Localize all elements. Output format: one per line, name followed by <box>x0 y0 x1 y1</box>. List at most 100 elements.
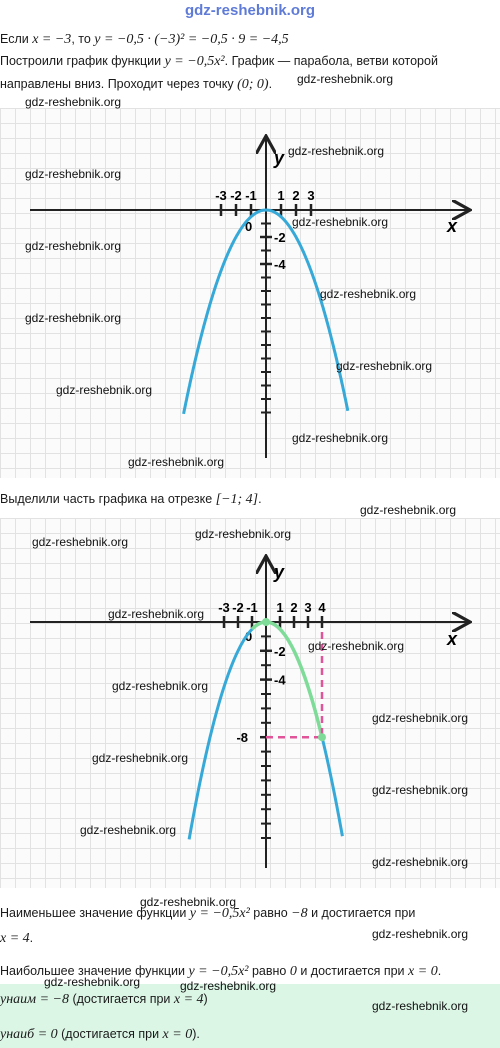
graph-2-x-label: x <box>446 629 458 649</box>
line1-math-x: x = −3 <box>32 32 72 47</box>
watermark-text: gdz-reshebnik.org <box>25 167 122 181</box>
watermark-text: gdz-reshebnik.org <box>80 823 177 837</box>
x-tick-label: -1 <box>245 188 257 203</box>
min-line2-math: x = 4 <box>0 931 30 946</box>
watermark-text: gdz-reshebnik.org <box>44 975 141 989</box>
x-tick-label: 1 <box>277 188 284 203</box>
y-tick-label: -4 <box>274 257 286 272</box>
watermark-text: gdz-reshebnik.org <box>56 383 153 397</box>
watermark-text: gdz-reshebnik.org <box>92 751 189 765</box>
watermark-text: gdz-reshebnik.org <box>292 431 389 445</box>
segment-part-b: . <box>258 492 262 506</box>
x-tick-label: -2 <box>232 600 244 615</box>
watermark-text: gdz-reshebnik.org <box>308 639 405 653</box>
watermark-text: gdz-reshebnik.org <box>32 535 129 549</box>
line2-part-b: . График — парабола, ветви которой <box>224 54 438 68</box>
answer-line-2: yнаиб = 0 (достигается при x = 0). <box>0 1026 200 1043</box>
min-line2-end: . <box>29 931 34 945</box>
answer-1-math-x: x = 4 <box>173 992 204 1007</box>
y-tick-label: -8 <box>236 730 248 745</box>
watermark-text: gdz-reshebnik.org <box>372 999 469 1013</box>
answer-1-text: (достигается при <box>69 992 174 1006</box>
watermark-text: gdz-reshebnik.org <box>360 503 457 517</box>
min-part-a: Наименьшее значение функции <box>0 906 190 920</box>
answer-2-math: yнаиб = 0 <box>0 1027 58 1042</box>
text-line-2: Построили график функции y = −0,5x². Гра… <box>0 53 438 70</box>
top-watermark: gdz-reshebnik.org <box>184 2 315 19</box>
watermark-text: gdz-reshebnik.org <box>25 239 122 253</box>
watermark-text: gdz-reshebnik.org <box>372 927 469 941</box>
text-min-1: Наименьшее значение функции y = −0,5x² р… <box>0 905 415 922</box>
watermark-text: gdz-reshebnik.org <box>288 144 385 158</box>
answer-2-math-x: x = 0 <box>162 1027 193 1042</box>
max-part-d: . <box>437 964 442 978</box>
line2-math: y = −0,5x² <box>164 54 225 69</box>
answer-1-math: yнаим = −8 <box>0 992 69 1007</box>
max-part-b: равно <box>248 964 290 978</box>
x-tick-label: -3 <box>218 600 230 615</box>
y-tick-label: -2 <box>274 644 286 659</box>
segment-part-a: Выделили часть графика на отрезке <box>0 492 216 506</box>
graph-1-origin-label: 0 <box>245 219 252 234</box>
answer-line-1: yнаим = −8 (достигается при x = 4) <box>0 991 208 1008</box>
watermark-text: gdz-reshebnik.org <box>372 711 469 725</box>
answer-highlight-box <box>0 984 500 1048</box>
graph-1-x-label: x <box>446 216 458 236</box>
x-tick-label: 3 <box>304 600 311 615</box>
watermark-text: gdz-reshebnik.org <box>195 527 292 541</box>
graph-2-point-min <box>318 733 326 742</box>
line1-math-y: y = −0,5 · (−3)² = −0,5 · 9 = −4,5 <box>94 32 289 47</box>
min-math: y = −0,5x² <box>189 906 250 921</box>
watermark-text: gdz-reshebnik.org <box>336 359 433 373</box>
y-tick-label: -4 <box>274 673 286 688</box>
text-segment: Выделили часть графика на отрезке [−1; 4… <box>0 491 262 508</box>
max-part-a: Наибольшее значение функции <box>0 964 189 978</box>
x-tick-label: 2 <box>292 188 299 203</box>
x-tick-label: -3 <box>215 188 227 203</box>
graph-2-point-max <box>262 618 270 626</box>
x-tick-label: -1 <box>246 600 258 615</box>
text-line-3: направлены вниз. Проходит через точку (0… <box>0 76 272 93</box>
watermark-text: gdz-reshebnik.org <box>297 72 394 86</box>
line3-part-b: . <box>268 77 273 91</box>
max-math-x: x = 0 <box>408 964 438 979</box>
max-math-value: 0 <box>289 964 297 979</box>
max-part-c: и достигается при <box>296 964 409 978</box>
x-tick-label: 1 <box>276 600 283 615</box>
y-tick-label: -2 <box>274 230 286 245</box>
line3-part-a: направлены вниз. Проходит через точку <box>0 77 238 91</box>
max-math: y = −0,5x² <box>188 964 249 979</box>
min-math-value: −8 <box>291 906 308 921</box>
graph-1-y-label: y <box>273 148 285 168</box>
segment-math: [−1; 4] <box>215 492 259 507</box>
watermark-text: gdz-reshebnik.org <box>372 855 469 869</box>
x-tick-label: 4 <box>318 600 326 615</box>
graph-1-parabola <box>182 208 350 415</box>
text-min-2: x = 4. <box>0 930 33 947</box>
graph-2-origin-label: 0 <box>245 629 252 644</box>
watermark-text: gdz-reshebnik.org <box>140 895 237 909</box>
line3-math: (0; 0) <box>237 77 269 92</box>
x-tick-label: 3 <box>307 188 314 203</box>
line1-part-a: Если <box>0 32 33 46</box>
answer-1-end: ) <box>203 992 208 1006</box>
watermark-text: gdz-reshebnik.org <box>25 311 122 325</box>
answer-2-text: (достигается при <box>57 1027 163 1041</box>
min-part-b: равно <box>249 906 292 920</box>
watermark-text: gdz-reshebnik.org <box>112 679 209 693</box>
watermark-text: gdz-reshebnik.org <box>108 607 205 621</box>
x-tick-label: 2 <box>290 600 297 615</box>
line1-part-b: , то <box>71 32 95 46</box>
watermark-text: gdz-reshebnik.org <box>320 287 417 301</box>
text-max: Наибольшее значение функции y = −0,5x² р… <box>0 963 441 980</box>
watermark-text: gdz-reshebnik.org <box>292 215 389 229</box>
graph-2-y-label: y <box>273 562 285 582</box>
watermark-text: gdz-reshebnik.org <box>128 455 225 469</box>
text-line-1: Если x = −3, то y = −0,5 · (−3)² = −0,5 … <box>0 31 289 48</box>
watermark-text: gdz-reshebnik.org <box>25 95 122 109</box>
x-tick-label: -2 <box>230 188 242 203</box>
